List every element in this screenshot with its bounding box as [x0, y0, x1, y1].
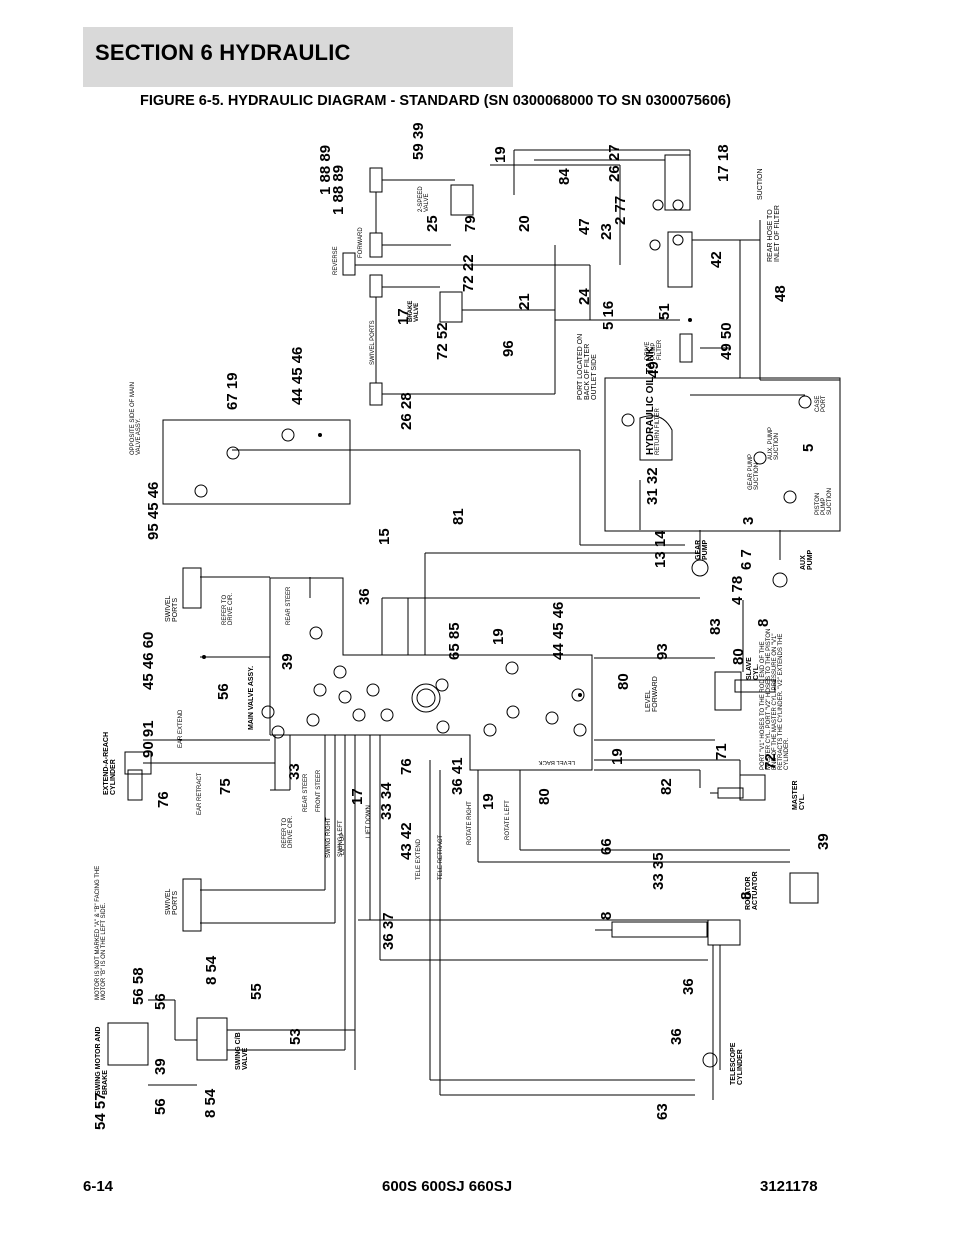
callout-number: 42: [708, 251, 725, 268]
callout-number: 63: [654, 1103, 671, 1120]
callout-number: 5: [800, 443, 817, 452]
callout-number: 17: [349, 788, 366, 805]
hydraulic-tank-box: [604, 377, 841, 532]
callout-number: 55: [248, 983, 265, 1000]
callout-number: 76: [398, 758, 415, 775]
callout-number: 66: [598, 838, 615, 855]
callout-number: 93: [654, 643, 671, 660]
callout-number: 59 39: [410, 122, 427, 160]
callout-number: 39: [279, 653, 296, 670]
callout-number: 96: [500, 340, 517, 357]
callout-number: 24: [576, 288, 593, 305]
callout-number: 13 14: [652, 530, 669, 568]
callout-number: 4 78: [729, 575, 746, 605]
callout-number: 3: [740, 516, 757, 525]
callout-number: 56: [152, 1098, 169, 1115]
callout-number: 49: [645, 361, 662, 378]
callout-number: 36 41: [449, 757, 466, 795]
callout-number: 8 54: [202, 1088, 219, 1118]
callout-number: 95 45 46: [145, 481, 162, 540]
callout-number: 56 58: [130, 967, 147, 1005]
callout-number: 80: [730, 648, 747, 665]
callout-number: 17 18: [715, 144, 732, 182]
callout-number: 19: [609, 748, 626, 765]
callout-number: 65 85: [446, 622, 463, 660]
callout-number: 54 57: [92, 1092, 109, 1130]
callout-number: 8: [755, 618, 772, 627]
callout-number: 19: [490, 628, 507, 645]
callout-number: 90 91: [140, 720, 157, 758]
callout-number: 56: [152, 993, 169, 1010]
callout-number: 48: [772, 285, 789, 302]
callout-number: 1 88 89: [330, 164, 347, 215]
callout-number: 51: [656, 303, 673, 320]
callout-number: 49 50: [718, 322, 735, 360]
callout-number: 5 16: [600, 300, 617, 330]
callout-number: 82: [658, 778, 675, 795]
callout-number: 33 34: [378, 782, 395, 820]
callout-number: 80: [615, 673, 632, 690]
callout-number: 6 7: [738, 549, 755, 570]
callout-number: 43 42: [398, 822, 415, 860]
footer-page: 6-14: [83, 1178, 114, 1195]
opposite-side-valve-box: [162, 419, 351, 505]
callout-number: 36 37: [380, 912, 397, 950]
callout-number: 71: [713, 743, 730, 760]
callout-number: 80: [536, 788, 553, 805]
section-header-bar: [83, 27, 513, 87]
callout-number: 81: [450, 508, 467, 525]
callout-number: 39: [152, 1058, 169, 1075]
callout-number: 20: [516, 215, 533, 232]
footer-doc: 3121178: [760, 1178, 818, 1195]
callout-number: 75: [217, 778, 234, 795]
callout-number: 44 45 46: [289, 346, 306, 405]
callout-number: 36: [668, 1028, 685, 1045]
section-title: SECTION 6 HYDRAULIC: [95, 40, 351, 65]
callout-number: 76: [155, 791, 172, 808]
callout-number: 72 22: [460, 254, 477, 292]
callout-number: 39: [815, 833, 832, 850]
callout-number: 19: [480, 793, 497, 810]
callout-number: 47: [576, 218, 593, 235]
callout-number: 21: [516, 293, 533, 310]
callout-number: 67 19: [224, 372, 241, 410]
callout-number: 72: [762, 753, 779, 770]
callout-number: 15: [376, 528, 393, 545]
callout-number: 8 54: [203, 955, 220, 985]
callout-number: 45 46 60: [140, 631, 157, 690]
callout-number: 31 32: [644, 467, 661, 505]
callout: 1 88 89: [317, 145, 334, 195]
callout-number: 8: [738, 891, 755, 900]
callout-number: 44 45 46: [550, 601, 567, 660]
callout-number: 53: [287, 1028, 304, 1045]
main-valve-outline: [269, 577, 593, 771]
callout-number: 72 52: [434, 322, 451, 360]
callout-number: 79: [462, 215, 479, 232]
callout-number: 56: [215, 683, 232, 700]
callout-number: 33 35: [650, 852, 667, 890]
footer-models: 600S 600SJ 660SJ: [382, 1178, 513, 1195]
callout-number: 23: [598, 223, 615, 240]
callout-number: 36: [680, 978, 697, 995]
callout-number: 26 28: [398, 392, 415, 430]
callout-number: 83: [707, 618, 724, 635]
callout-number: 2 77: [612, 195, 629, 225]
figure-title: FIGURE 6-5. HYDRAULIC DIAGRAM - STANDARD…: [140, 93, 731, 109]
callout-number: 17: [395, 308, 412, 325]
callout-number: 26 27: [606, 144, 623, 182]
callout-number: 8: [598, 911, 615, 920]
callout-number: 19: [492, 146, 509, 163]
callout-number: 25: [424, 215, 441, 232]
callout-number: 36: [356, 588, 373, 605]
callout-number: 84: [556, 168, 573, 185]
callout-number: 33: [286, 763, 303, 780]
